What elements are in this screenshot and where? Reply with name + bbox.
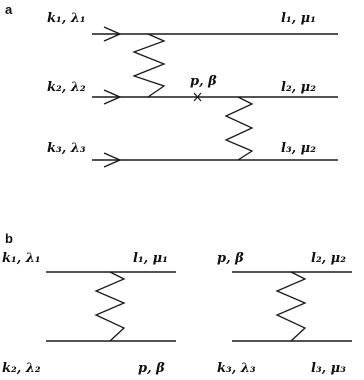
panel-a-label-l1: l₁, μ₁ — [281, 11, 316, 26]
panel-b-right-interaction-zigzag — [275, 271, 307, 342]
panel-a-tag: a — [5, 2, 13, 17]
panel-a-label-k1: k₁, λ₁ — [47, 11, 86, 26]
panel-b-left-label-top-right: l₁, μ₁ — [133, 251, 168, 266]
panel-b-right-label-top-right: l₂, μ₂ — [311, 251, 346, 266]
panel-a-line-2-arrow-icon — [103, 89, 122, 105]
panel-a-interaction-2-zigzag — [224, 96, 254, 161]
panel-a-label-vertex: p, β — [190, 74, 217, 89]
panel-a-label-k3: k₃, λ₃ — [47, 141, 86, 156]
panel-b-right-label-top-left: p, β — [217, 251, 244, 266]
panel-b-left-label-top-left: k₁, λ₁ — [2, 251, 41, 266]
panel-a-label-k2: k₂, λ₂ — [47, 80, 86, 95]
panel-a-vertex-cross-icon — [193, 92, 202, 102]
panel-b-left-label-bottom-right: p, β — [138, 361, 165, 376]
panel-b-right-label-bottom-right: l₃, μ₃ — [311, 361, 346, 376]
panel-a-interaction-1-zigzag — [132, 33, 166, 98]
panel-a-label-l2: l₂, μ₂ — [281, 80, 316, 95]
panel-b-left-interaction-zigzag — [94, 271, 126, 342]
panel-a-line-3-arrow-icon — [103, 152, 122, 168]
panel-b-right-label-bottom-left: k₃, λ₃ — [217, 361, 256, 376]
panel-b-left-label-bottom-left: k₂, λ₂ — [2, 361, 41, 376]
panel-b-tag: b — [5, 231, 13, 246]
panel-a-line-1-arrow-icon — [103, 26, 122, 42]
panel-a-label-l3: l₃, μ₂ — [281, 141, 316, 156]
